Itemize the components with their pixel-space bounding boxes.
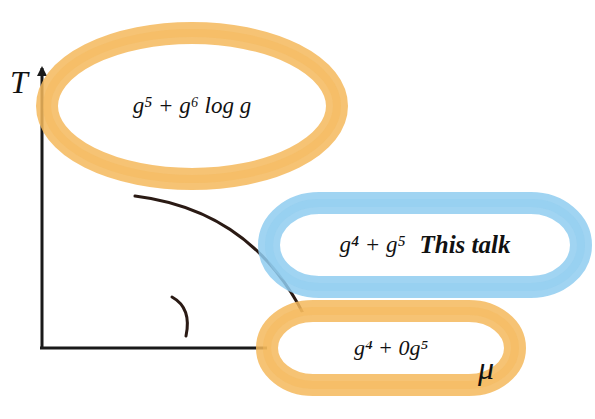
- region-band-shade: [269, 203, 581, 287]
- order-expression: g⁴ + 0g⁵: [354, 335, 428, 361]
- phase-boundary-short: [172, 297, 187, 336]
- axis-label: T: [10, 66, 28, 98]
- axis-label: μ: [478, 352, 494, 384]
- perturbative-region: g⁵ + g⁶ log g: [36, 22, 348, 190]
- region-band-shade: [267, 311, 515, 385]
- region-band: [47, 33, 337, 179]
- region-band: [267, 311, 515, 385]
- region-band-shade: [47, 33, 337, 179]
- order-expression: g⁵ + g⁶ log g: [133, 93, 251, 119]
- talk-marker: This talk: [420, 231, 511, 259]
- order-expression: g⁴ + g⁵: [339, 232, 405, 258]
- perturbative-region: g⁴ + g⁵ This talk: [258, 192, 592, 298]
- region-band: [269, 203, 581, 287]
